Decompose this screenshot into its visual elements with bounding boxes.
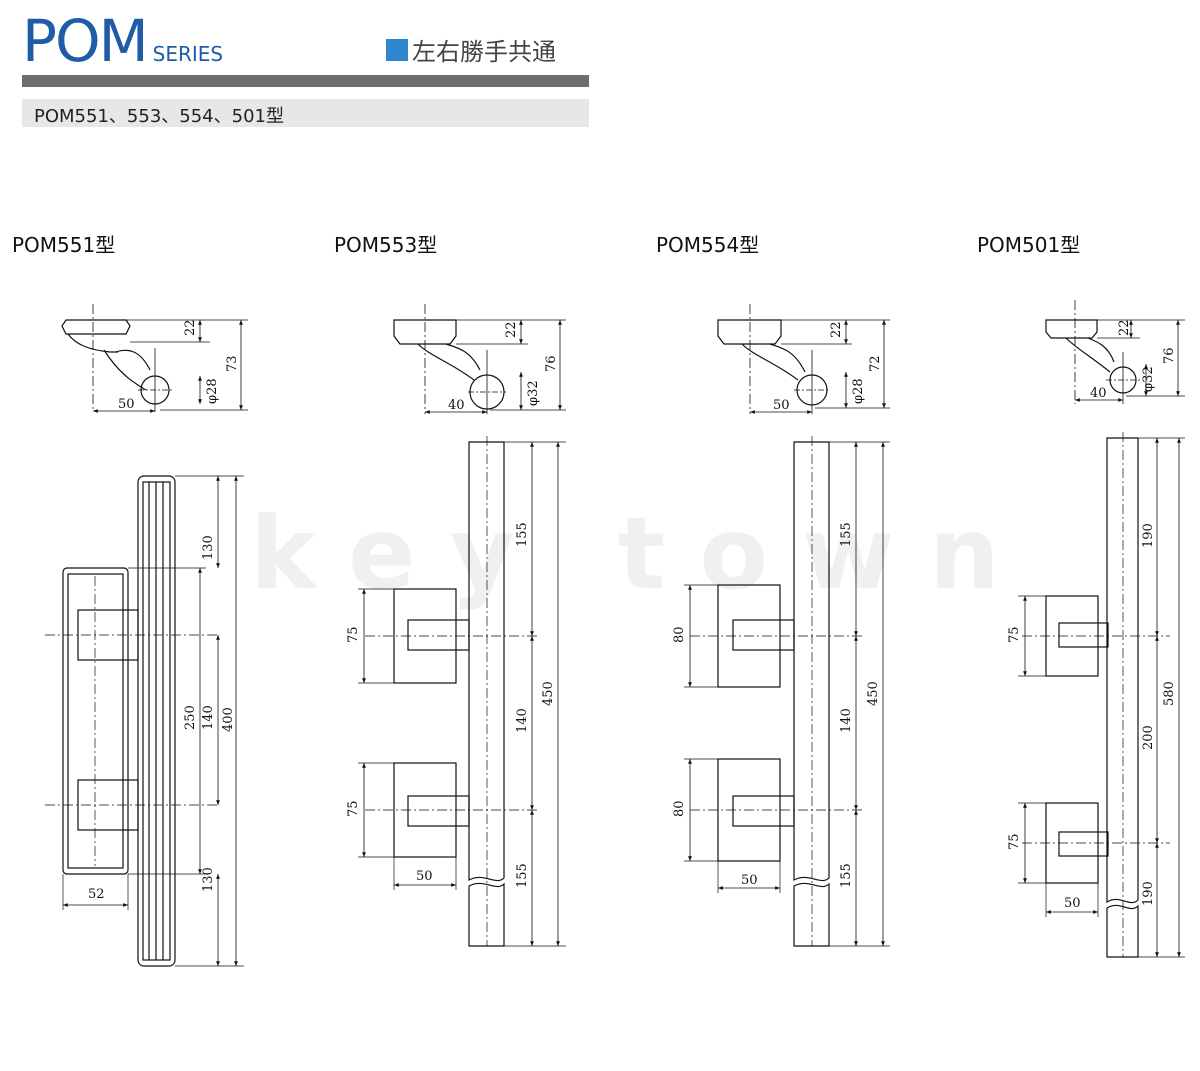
logo-sub: SERIES [152, 42, 224, 66]
pom551-dim-span: 250 [183, 705, 198, 730]
pom501-dim-diameter: φ32 [1141, 366, 1156, 392]
pom553-dim-base-width: 50 [416, 869, 433, 884]
subtitle-bar: POM551、553、554、501型 [22, 99, 589, 127]
pom551-dim-height: 73 [225, 355, 240, 372]
pom501-top-view: 22 76 φ32 40 [1045, 300, 1185, 404]
pom553-dim-base: 22 [504, 321, 519, 338]
subtitle-text: POM551、553、554、501型 [34, 106, 284, 127]
pom551-dim-lower: 130 [201, 867, 216, 892]
model-title-501: POM501型 [977, 233, 1081, 257]
pom553-dim-diameter: φ32 [526, 380, 541, 406]
pom554-dim-middle: 140 [839, 708, 854, 733]
pom501-dim-base-h2: 75 [1007, 833, 1022, 850]
square-icon [386, 38, 408, 61]
pom551-dim-diameter: φ28 [205, 378, 220, 404]
pom551-dim-middle: 140 [201, 705, 216, 730]
pom554-dim-overall: 450 [866, 681, 881, 706]
pom553-top-view: 22 76 φ32 40 [393, 304, 566, 414]
pom501-dim-overall: 580 [1162, 681, 1177, 706]
pom554-dim-base-width: 50 [741, 873, 758, 888]
pom553-dim-offset: 40 [448, 398, 465, 413]
pom501-dim-base: 22 [1117, 319, 1132, 336]
header-rule [22, 75, 589, 87]
pom554-dim-offset: 50 [773, 398, 790, 413]
model-title-554: POM554型 [656, 233, 760, 257]
pom551-dim-base: 22 [183, 319, 198, 336]
pom554-front-view: 80 80 155 140 155 450 50 [672, 436, 890, 947]
pom501-dim-base-width: 50 [1064, 896, 1081, 911]
pom553-dim-base-h2: 75 [346, 800, 361, 817]
pom553-dim-upper: 155 [515, 522, 530, 547]
pom553-dim-overall: 450 [541, 681, 556, 706]
pom551-top-view: 22 73 φ28 50 [61, 304, 248, 413]
pom501-dim-height: 76 [1162, 347, 1177, 364]
pom554-dim-diameter: φ28 [851, 378, 866, 404]
pom554-dim-lower: 155 [839, 863, 854, 888]
pom551-dim-base-width: 52 [88, 887, 105, 902]
pom501-dim-offset: 40 [1090, 386, 1107, 401]
pom551-dim-overall: 400 [221, 707, 236, 732]
pom554-dim-base-h2: 80 [672, 800, 687, 817]
pom553-dim-base-h1: 75 [346, 626, 361, 643]
pom551-dim-upper: 130 [201, 535, 216, 560]
pom501-dim-upper: 190 [1141, 523, 1156, 548]
pom554-dim-base-h1: 80 [672, 626, 687, 643]
pom553-dim-lower: 155 [515, 863, 530, 888]
pom501-front-view: 75 75 190 200 190 580 50 [1007, 432, 1185, 958]
logo-main: POM [22, 7, 149, 75]
pom553-dim-height: 76 [544, 355, 559, 372]
watermark: key town [250, 495, 1034, 612]
pom553-dim-middle: 140 [515, 708, 530, 733]
handed-text: 左右勝手共通 [412, 38, 556, 66]
pom554-dim-upper: 155 [839, 522, 854, 547]
pom554-top-view: 22 72 φ28 50 [717, 304, 890, 414]
series-logo: POM SERIES [22, 12, 223, 70]
pom551-dim-offset: 50 [118, 397, 135, 412]
pom501-dim-middle: 200 [1141, 725, 1156, 750]
handed-label: 左右勝手共通 [386, 32, 556, 67]
pom551-front-view: 130 140 130 250 400 52 [45, 475, 244, 967]
pom501-dim-lower: 190 [1141, 881, 1156, 906]
pom554-dim-base: 22 [829, 321, 844, 338]
model-title-553: POM553型 [334, 233, 438, 257]
model-title-551: POM551型 [12, 233, 116, 257]
pom501-dim-base-h1: 75 [1007, 626, 1022, 643]
pom553-front-view: 75 75 155 140 155 450 50 [346, 436, 566, 947]
pom554-dim-height: 72 [868, 355, 883, 372]
